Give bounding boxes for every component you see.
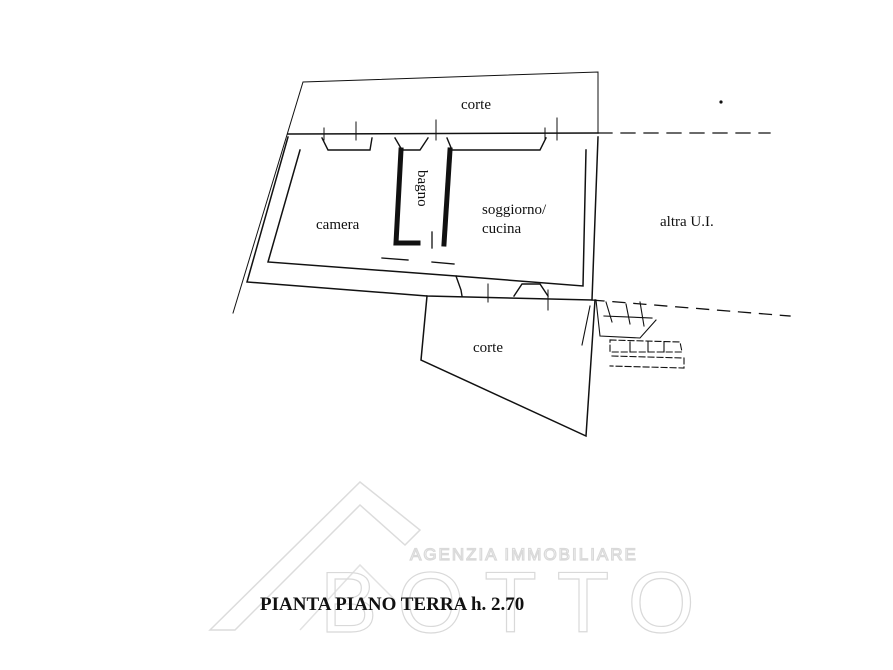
neighbor-boundary-dashed-bottom (591, 299, 791, 317)
label-camera: camera (316, 217, 360, 233)
plan-title: PIANTA PIANO TERRA h. 2.70 (260, 594, 524, 615)
label-corte-top: corte (461, 97, 491, 113)
bagno-wall-right (441, 147, 453, 247)
window-bagno (394, 137, 429, 151)
upper-courtyard-outline (232, 71, 599, 314)
watermark-house-icon (208, 480, 422, 631)
label-corte-bottom: corte (473, 340, 503, 356)
label-soggiorno: soggiorno/ (482, 202, 547, 218)
drawing-dot (719, 100, 723, 104)
door-mark (381, 257, 409, 261)
door-mark (431, 261, 455, 265)
window-camera (321, 137, 373, 151)
bagno-wall-left (393, 147, 421, 246)
watermark-roof-inner (299, 563, 396, 631)
courtyard-wall-line (287, 132, 599, 135)
door-to-corte (455, 275, 463, 297)
label-bagno: bagno (414, 170, 430, 207)
lower-courtyard-outline (420, 295, 596, 438)
watermark-tagline: AGENZIA IMMOBILIARE (410, 545, 638, 564)
window-soggiorno (446, 137, 547, 151)
neighbor-stairs-sketch (581, 299, 685, 369)
watermark-brand: BOTTO (320, 555, 715, 651)
label-altra-ui: altra U.I. (660, 214, 714, 230)
watermark-logo: AGENZIA IMMOBILIARE BOTTO (208, 480, 715, 652)
label-cucina: cucina (482, 221, 521, 237)
unit-outer-wall (246, 136, 599, 301)
window-lower (513, 283, 549, 297)
